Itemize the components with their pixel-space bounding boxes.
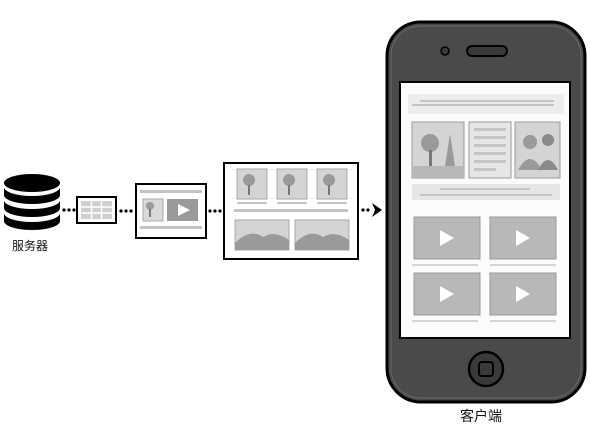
video-tile bbox=[413, 272, 481, 316]
camera-icon bbox=[440, 46, 450, 56]
database-icon bbox=[4, 174, 60, 230]
video-tile bbox=[489, 272, 557, 316]
data-packet-large bbox=[223, 162, 359, 260]
dotted-connector bbox=[62, 208, 370, 213]
image-thumb bbox=[236, 168, 268, 204]
landscape-thumb bbox=[294, 219, 350, 251]
image-thumb bbox=[276, 168, 308, 204]
home-button bbox=[467, 350, 505, 388]
server-label: 服务器 bbox=[12, 239, 49, 253]
video-tile bbox=[489, 216, 557, 260]
landscape-thumb bbox=[234, 219, 290, 251]
data-packet-small bbox=[76, 196, 117, 224]
image-thumb bbox=[316, 168, 348, 204]
data-packet-medium bbox=[135, 183, 207, 239]
smartphone bbox=[385, 20, 587, 404]
arrow-head-icon bbox=[372, 203, 382, 217]
client-label: 客户端 bbox=[460, 409, 502, 425]
video-tile bbox=[413, 216, 481, 260]
speaker-grille bbox=[466, 45, 508, 57]
